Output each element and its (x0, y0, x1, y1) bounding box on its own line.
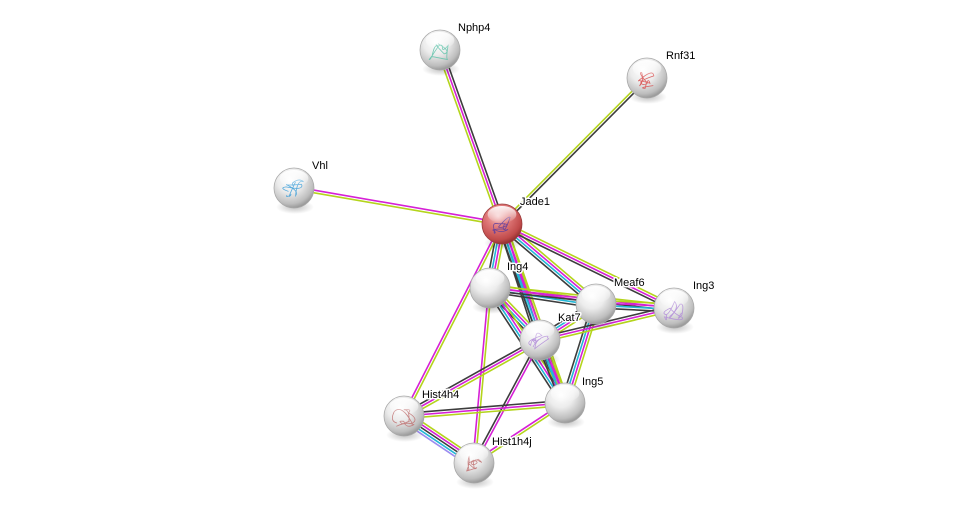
node-highlight (550, 385, 580, 402)
node-highlight (525, 322, 555, 339)
evidence-line-experiments (402, 223, 502, 416)
evidence-line-coexpression (403, 399, 565, 415)
node-highlight (459, 445, 489, 462)
node-label: Rnf31 (666, 50, 695, 62)
node-highlight (632, 60, 662, 77)
evidence-line-coexpression (402, 337, 540, 415)
node-highlight (475, 270, 505, 287)
node-jade1[interactable]: Jade1 (481, 195, 551, 250)
node-label: Ing5 (582, 376, 603, 388)
edge-jade1-rnf31[interactable] (500, 76, 649, 226)
node-label: Nphp4 (458, 22, 490, 34)
protein-structure-icon (492, 216, 511, 234)
evidence-line-experiments (403, 339, 541, 417)
evidence-line-textmining (474, 288, 493, 464)
node-label: Ing4 (507, 261, 528, 273)
edge-kat7-hist4h4[interactable] (402, 337, 542, 419)
node-highlight (581, 286, 611, 303)
node-label: Kat7 (558, 312, 581, 324)
node-ing5[interactable]: Ing5 (544, 375, 605, 429)
edge-jade1-hist4h4[interactable] (402, 223, 504, 417)
evidence-line-textmining (502, 220, 676, 307)
evidence-line-coexpression (502, 78, 649, 226)
node-label: Vhl (312, 160, 328, 172)
node-highlight (659, 290, 689, 307)
evidence-line-textmining (504, 220, 600, 302)
evidence-line-textmining (404, 404, 566, 420)
node-highlight (389, 398, 419, 415)
protein-structure-icon (466, 455, 483, 472)
evidence-line-textmining (404, 341, 542, 419)
node-highlight (487, 206, 517, 223)
evidence-line-coexpression (500, 225, 674, 312)
node-highlight (425, 32, 455, 49)
edge-jade1-nphp4[interactable] (436, 48, 506, 226)
node-label: Hist4h4 (422, 389, 459, 401)
evidence-line-databases (500, 224, 565, 404)
edge-ing5-hist4h4[interactable] (403, 399, 566, 420)
evidence-line-textmining (404, 224, 504, 417)
node-hist1h4j[interactable]: Hist1h4j (453, 435, 533, 489)
node-hist4h4[interactable]: Hist4h4 (383, 388, 461, 442)
protein-structure-icon (663, 300, 684, 321)
node-label: Ing3 (693, 280, 714, 292)
edge-jade1-vhl[interactable] (293, 185, 503, 227)
edges-layer (293, 48, 676, 468)
evidence-line-experiments (403, 402, 566, 417)
evidence-line-experiments (501, 223, 675, 309)
node-kat7[interactable]: Kat7 (519, 311, 582, 366)
evidence-line-experiments (502, 222, 598, 304)
evidence-line-experiments (439, 49, 503, 225)
evidence-line-experiments (294, 185, 503, 224)
evidence-line-textmining (500, 76, 647, 224)
evidence-line-textmining (504, 222, 570, 402)
node-label: Hist1h4j (492, 436, 532, 448)
node-highlight (279, 170, 309, 187)
node-ing4[interactable]: Ing4 (469, 260, 530, 314)
node-label: Jade1 (520, 196, 550, 208)
node-nphp4[interactable]: Nphp4 (419, 21, 492, 76)
evidence-line-textmining (293, 188, 502, 227)
evidence-line-experiments (502, 223, 567, 403)
evidence-line-coexpression (441, 48, 506, 224)
edge-jade1-ing3[interactable] (500, 220, 676, 312)
node-ing3[interactable]: Ing3 (653, 279, 716, 334)
node-rnf31[interactable]: Rnf31 (626, 49, 697, 104)
evidence-line-textmining (436, 50, 501, 226)
protein-structure-icon (637, 72, 655, 89)
node-meaf6[interactable]: Meaf6 (575, 276, 646, 330)
node-label: Meaf6 (614, 277, 645, 289)
node-vhl[interactable]: Vhl (273, 159, 329, 214)
